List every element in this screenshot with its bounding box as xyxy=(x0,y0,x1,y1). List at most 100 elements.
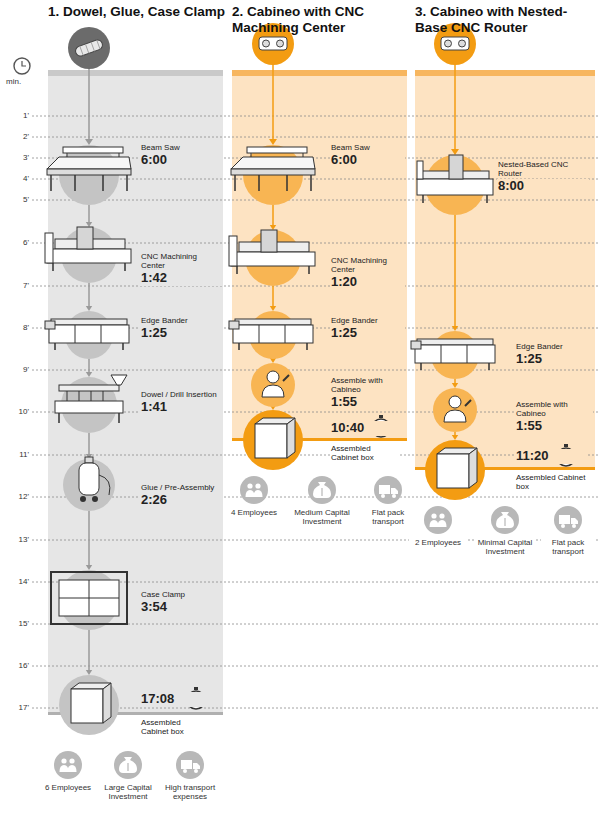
flow-connector xyxy=(270,205,276,230)
step-name: Beam Saw xyxy=(330,143,405,152)
summary-label: Flat pack transport xyxy=(541,538,595,556)
minute-mark: 8' xyxy=(2,323,29,332)
step-name: CNC Machining Center xyxy=(140,252,222,270)
step-time: 6:00 xyxy=(330,153,405,168)
column-heading: 2. Cabineo with CNC Machining Center xyxy=(232,4,404,36)
summary-label: Medium Capital Investment xyxy=(293,508,351,526)
axis-unit: min. xyxy=(6,77,36,86)
minute-mark: 1' xyxy=(2,111,29,120)
minute-mark: 7' xyxy=(2,281,29,290)
step-time: 10:40 xyxy=(330,421,400,436)
column-heading: 1. Dowel, Glue, Case Clamp xyxy=(48,4,232,20)
step-name: Dowel / Drill Insertion xyxy=(140,390,222,399)
column-band xyxy=(48,70,223,714)
step-time: 1:55 xyxy=(515,419,593,434)
investment-icon xyxy=(496,512,514,528)
flow-connector xyxy=(452,215,458,331)
minute-mark: 13' xyxy=(2,535,29,544)
step-time: 6:00 xyxy=(140,153,222,168)
step-name: Case Clamp xyxy=(140,590,222,599)
edge-bander-drawing xyxy=(411,339,495,370)
connector-line xyxy=(272,286,274,306)
arrow-head xyxy=(86,222,92,227)
step-time: 1:42 xyxy=(140,271,222,286)
connector-line xyxy=(88,511,90,565)
step-time: 1:25 xyxy=(140,326,222,341)
connector-line xyxy=(272,205,274,225)
step-name: Assembled Cabinet box xyxy=(330,444,400,462)
step-name: Edge Bander xyxy=(330,316,405,325)
step-name: CNC Machining Center xyxy=(330,256,405,274)
column-band xyxy=(415,70,595,469)
clock-icon xyxy=(14,58,30,74)
connector-line xyxy=(454,379,456,383)
step-circle-fill xyxy=(251,363,295,407)
minute-mark: 6' xyxy=(2,238,29,247)
flow-connector xyxy=(86,511,92,570)
step-name: Assembled Cabinet box xyxy=(140,718,210,736)
minute-mark: 14' xyxy=(2,577,29,586)
minute-gridlines xyxy=(32,116,598,708)
band-top xyxy=(415,70,595,76)
step-name: Beam Saw xyxy=(140,143,222,152)
step-circle-fill xyxy=(433,388,477,432)
cabinet-box-drawing xyxy=(255,418,295,458)
step-name: Nested-Based CNC Router xyxy=(497,160,589,178)
step-time: 1:25 xyxy=(330,326,405,341)
beam-saw-drawing xyxy=(231,147,315,191)
start-cabineo-icon xyxy=(252,23,294,145)
arrow-head xyxy=(86,306,92,311)
summary-label: 2 Employees xyxy=(409,538,467,547)
step-name: Assemble with Cabineo xyxy=(515,400,593,418)
employees-icon xyxy=(246,483,263,497)
cnc-center-drawing xyxy=(45,227,131,271)
summary-label: 6 Employees xyxy=(39,783,97,792)
flow-connector xyxy=(86,359,92,377)
beam-saw-drawing xyxy=(47,147,131,191)
investment-icon xyxy=(313,482,331,498)
summary-label: Flat pack transport xyxy=(360,508,416,526)
start-dowel-icon xyxy=(68,27,110,145)
dowel-drill-drawing xyxy=(55,375,127,423)
process-column: 3. Cabineo with Nested-Base CNC RouterNe… xyxy=(415,0,595,470)
glue-unit-drawing xyxy=(79,457,110,502)
minute-mark: 17' xyxy=(2,703,29,712)
worker-drawing xyxy=(444,396,471,422)
step-name: Edge Bander xyxy=(515,342,593,351)
arrow-head xyxy=(452,326,458,331)
summary-label: High transport expenses xyxy=(161,783,219,801)
cabinet-box-drawing xyxy=(71,683,111,723)
step-time: 3:54 xyxy=(140,600,222,615)
step-time: 2:26 xyxy=(140,493,222,508)
transport-icon xyxy=(559,515,578,528)
minute-mark: 15' xyxy=(2,619,29,628)
summary-label: 4 Employees xyxy=(225,508,283,517)
minute-mark: 4' xyxy=(2,174,29,183)
arrow-head xyxy=(86,372,92,377)
connector-line xyxy=(88,205,90,222)
minute-mark: 2' xyxy=(2,132,29,141)
flow-connector xyxy=(452,379,458,388)
step-time: 8:00 xyxy=(497,179,589,194)
summary-icons xyxy=(54,476,582,779)
connector-line xyxy=(88,283,90,306)
connector-line xyxy=(88,630,90,670)
step-time: 1:25 xyxy=(515,352,593,367)
step-time: 1:20 xyxy=(330,275,405,290)
step-time: 1:55 xyxy=(330,395,405,410)
transport-icon xyxy=(181,760,200,773)
minute-mark: 12' xyxy=(2,492,29,501)
step-circle-fill xyxy=(425,440,485,500)
step-name: Edge Bander xyxy=(140,316,222,325)
cnc-center-drawing xyxy=(229,230,315,274)
step-time: 17:08 xyxy=(140,692,210,707)
step-name: Assembled Cabinet box xyxy=(515,473,587,491)
arrow-head xyxy=(452,435,458,440)
start-cabineo-icon xyxy=(434,23,476,155)
flow-connector xyxy=(86,433,92,459)
worker-drawing xyxy=(262,371,289,397)
step-name: Assemble with Cabineo xyxy=(330,376,405,394)
flow-connector xyxy=(86,205,92,227)
minute-mark: 3' xyxy=(2,153,29,162)
minute-mark: 10' xyxy=(2,407,29,416)
